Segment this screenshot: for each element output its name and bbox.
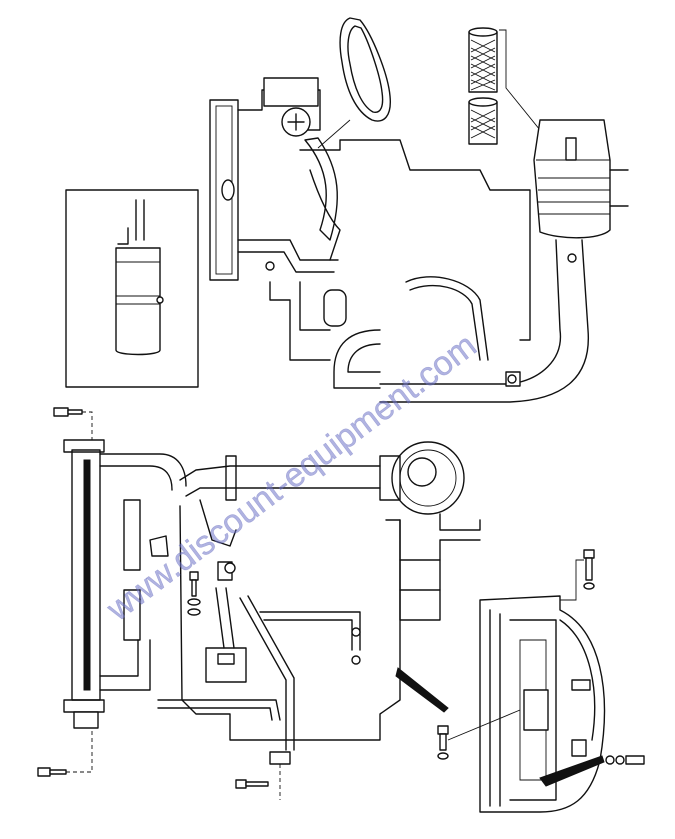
intake-pipe-top <box>333 239 589 403</box>
bolt-right-top <box>560 549 595 601</box>
inset-reservoir <box>65 189 199 388</box>
pointer-arrow <box>395 667 449 713</box>
top-assembly <box>209 17 629 403</box>
radiator-top <box>209 77 339 281</box>
engine-block-side <box>123 499 481 741</box>
bolt-bottom-left <box>37 711 99 777</box>
bolt-left-detail <box>437 709 521 760</box>
coolant-tank-side <box>205 561 247 683</box>
bolt-right-bottom <box>539 755 645 787</box>
bolt-top-left <box>53 407 93 440</box>
radiator-side <box>63 439 187 713</box>
engine-block-top <box>269 137 531 361</box>
fan-belt <box>339 17 391 122</box>
drain-hose <box>157 595 295 800</box>
air-cleaner-side <box>379 441 481 531</box>
air-cleaner-top <box>533 119 629 239</box>
filter-element-lower <box>468 97 498 145</box>
bolt-cluster-center <box>187 571 201 616</box>
fan-shroud-detail <box>437 549 645 813</box>
side-assembly <box>37 407 481 800</box>
filter-element-upper <box>468 27 498 93</box>
